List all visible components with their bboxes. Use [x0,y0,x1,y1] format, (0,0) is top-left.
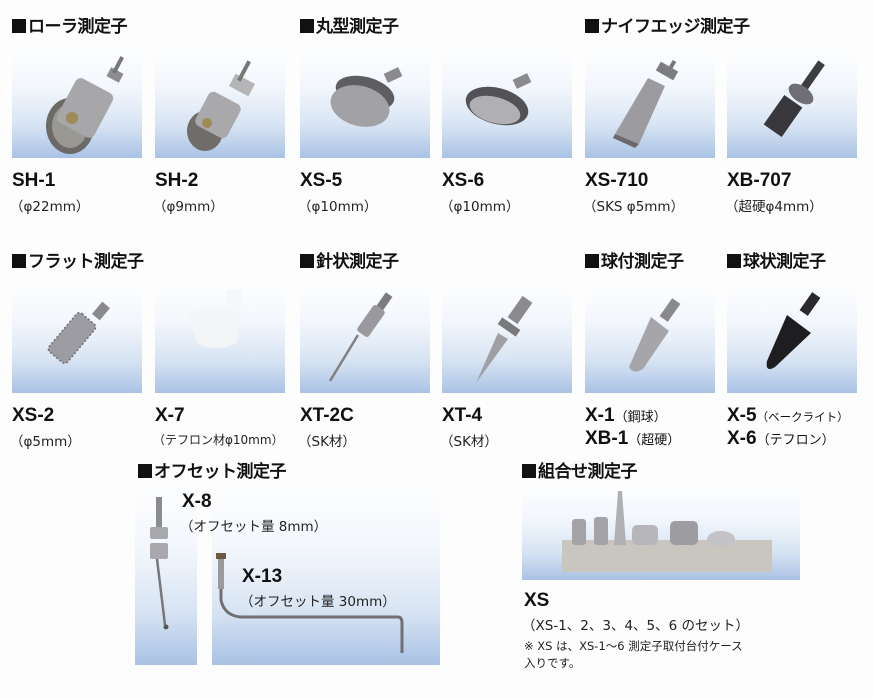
product-photo-xs [522,485,800,580]
section-header-flat: フラット測定子 [12,247,144,272]
code: X-1 [585,405,615,426]
product-code: XB-707 [727,170,792,191]
product-code: XS-6 [442,170,485,191]
section-title: 球付測定子 [601,252,684,272]
black-square-icon [585,254,599,268]
product-photo-xs-710 [585,48,715,158]
product-code: XS [524,590,550,611]
black-square-icon [12,19,26,33]
section-header-needle: 針状測定子 [300,247,399,272]
product-spec: （オフセット量 30mm） [240,594,396,610]
offset-stylus-x8-icon [150,497,169,630]
note-line: ※ XS は、XS-1～6 測定子取付台付ケース [524,639,743,653]
product-code: X-7 [155,405,185,426]
section-header-ball-tipped: 球付測定子 [585,247,684,272]
code: X-5 [727,405,757,426]
section-title: フラット測定子 [28,252,144,272]
product-code: X-6（テフロン） [727,428,835,450]
product-code: X-8 [182,491,212,512]
product-spec: （テフロン材φ10mm） [153,433,284,447]
product-photo-x-13 [212,485,440,665]
product-spec: （SKS φ5mm） [583,199,685,215]
product-photo-xt-4 [442,283,572,393]
note-line: 入りです。 [524,656,581,670]
black-square-icon [300,19,314,33]
section-title: 球状測定子 [743,252,826,272]
product-spec: （φ10mm） [298,199,378,215]
product-spec: （オフセット量 8mm） [180,519,328,535]
roller-stylus-icon [46,56,124,154]
code: XB-1 [585,428,629,449]
black-square-icon [585,19,599,33]
product-photo-xs-2 [12,283,142,393]
offset-stylus-x13-icon [216,553,404,653]
product-code: SH-2 [155,170,199,191]
knife-edge-stylus-icon [613,59,679,148]
product-photo-sh-1 [12,48,142,158]
product-photo-xb-707 [727,48,857,158]
product-code: SH-1 [12,170,56,191]
section-header-offset: オフセット測定子 [138,457,287,482]
product-code: XS-5 [300,170,343,191]
product-photo-xt-2c [300,283,430,393]
black-square-icon [12,254,26,268]
needle-short-stylus-icon [476,295,533,383]
product-spec: （超硬φ4mm） [725,199,823,215]
material: （鋼球） [614,410,667,425]
round-convex-stylus-icon [465,73,532,126]
section-header-combination: 組合せ測定子 [522,457,638,482]
product-code: X-1（鋼球） [585,405,667,427]
section-header-roller: ローラ測定子 [12,12,128,37]
product-photo-xs-6 [442,48,572,158]
knife-edge-carbide-stylus-icon [763,60,825,138]
product-code: XT-4 [442,405,483,426]
product-code: XS-2 [12,405,55,426]
set-note: ※ XS は、XS-1～6 測定子取付台付ケース 入りです。 [524,638,743,672]
section-title: 針状測定子 [316,252,399,272]
stylus-set-icon [562,491,772,572]
product-code: XT-2C [300,405,354,426]
black-square-icon [138,464,152,478]
product-photo-x-8 [135,485,197,665]
section-header-spherical: 球状測定子 [727,247,826,272]
product-spec: （φ5mm） [10,434,81,450]
needle-stylus-icon [328,292,393,382]
round-flat-stylus-icon [330,67,403,127]
section-header-round: 丸型測定子 [300,12,399,37]
teflon-flat-stylus-icon [187,289,241,348]
section-title: 組合せ測定子 [538,462,638,482]
material: （ベークライト） [756,410,849,424]
code: X-6 [727,428,757,449]
section-header-knife-edge: ナイフエッジ測定子 [585,12,750,37]
roller-stylus-small-icon [187,60,255,151]
material: （テフロン） [756,433,835,448]
flat-knurled-stylus-icon [47,301,110,364]
material: （超硬） [628,433,681,448]
product-code: X-5（ベークライト） [727,405,849,427]
product-photo-x-5 [727,283,857,393]
product-photo-sh-2 [155,48,285,158]
section-title: オフセット測定子 [154,462,287,482]
product-photo-x-7 [155,283,285,393]
product-spec: （φ22mm） [10,199,90,215]
product-spec: （φ10mm） [440,199,520,215]
section-title: ナイフエッジ測定子 [601,17,750,37]
section-title: ローラ測定子 [28,17,128,37]
product-spec: （XS-1、2、3、4、5、6 のセット） [522,618,750,634]
product-code: XS-710 [585,170,649,191]
product-spec: （SK材） [298,434,356,450]
black-square-icon [300,254,314,268]
product-spec: （SK材） [440,434,498,450]
black-square-icon [727,254,741,268]
section-title: 丸型測定子 [316,17,399,37]
ball-tipped-stylus-icon [629,298,681,372]
product-code: X-13 [242,566,283,587]
black-square-icon [522,464,536,478]
product-code: XB-1（超硬） [585,428,680,450]
product-spec: （φ9mm） [153,199,224,215]
spherical-stylus-icon [766,292,821,369]
product-photo-x-1 [585,283,715,393]
product-photo-xs-5 [300,48,430,158]
